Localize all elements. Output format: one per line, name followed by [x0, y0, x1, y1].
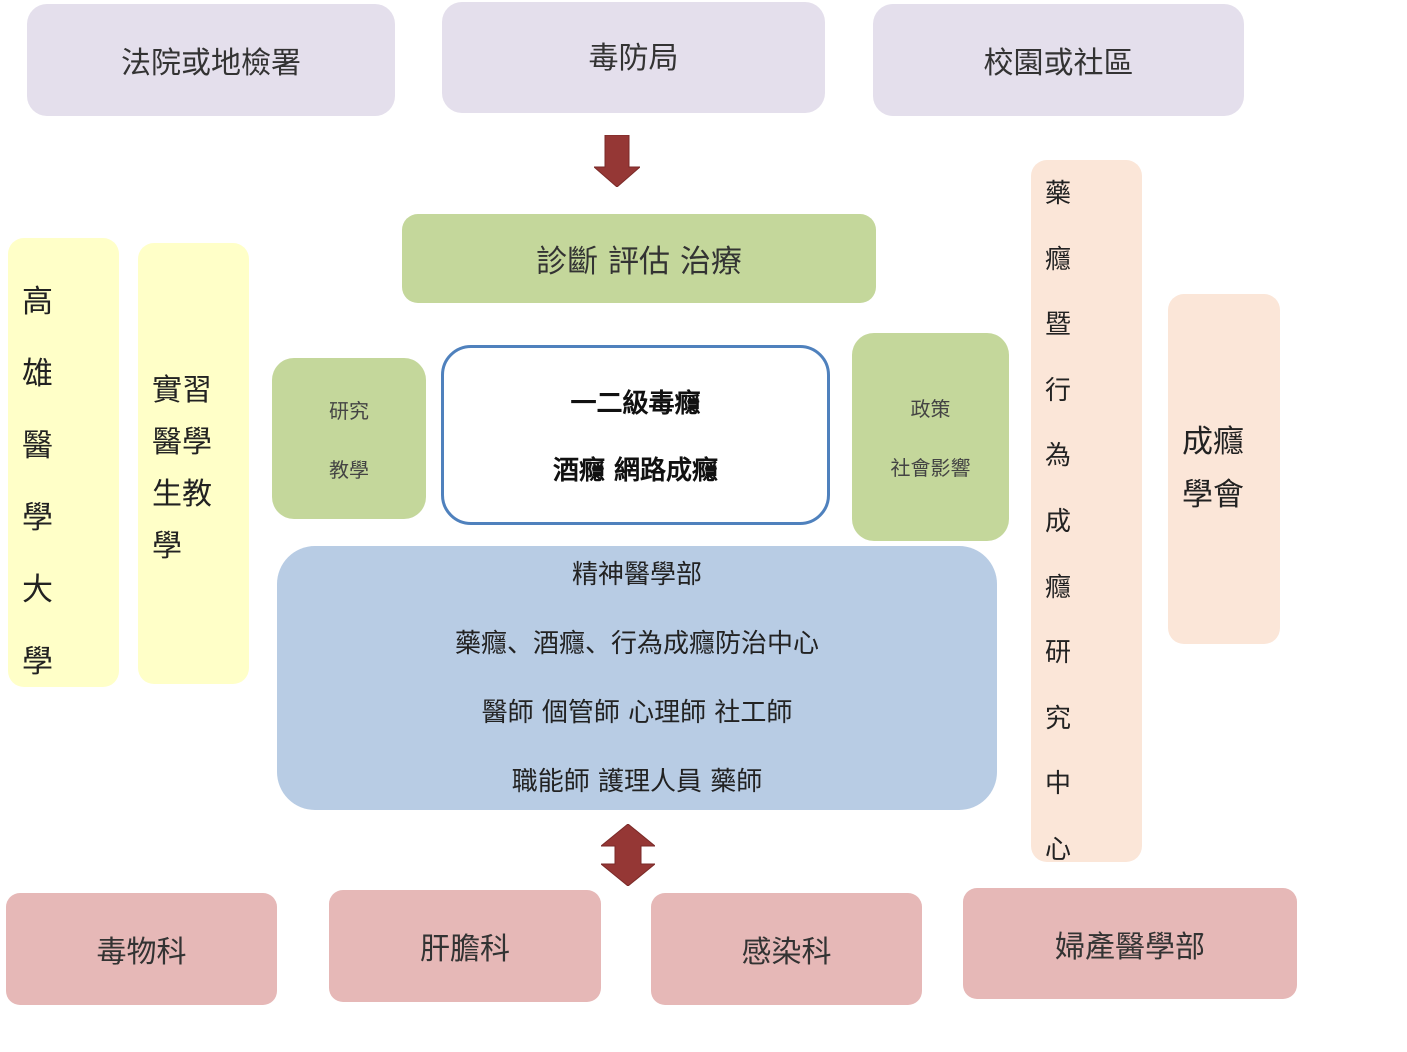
- toxicology-label: 毒物科: [96, 935, 187, 970]
- diagnosis-box: 診斷 評估 治療: [402, 214, 876, 303]
- hepatology-box: 肝膽科: [329, 890, 601, 1002]
- addiction-society-label: 成癮 學會: [1182, 424, 1244, 513]
- kmu-box: 高 雄 醫 學 大 學: [8, 238, 119, 687]
- intern-teaching-box: 實習 醫學 生教 學: [138, 243, 249, 684]
- drug-bureau-label: 毒防局: [588, 40, 679, 76]
- infection-label: 感染科: [741, 935, 832, 970]
- research-label: 研究: [329, 398, 369, 423]
- addiction-society-box: 成癮 學會: [1168, 294, 1280, 644]
- diagnosis-label: 診斷 評估 治療: [536, 244, 742, 280]
- psychiatry-line2: 藥癮、酒癮、行為成癮防治中心: [454, 629, 819, 659]
- social-influence-label: 社會影響: [890, 456, 971, 480]
- obgyn-box: 婦產醫學部: [963, 888, 1297, 999]
- hepatology-label: 肝膽科: [420, 932, 510, 967]
- teaching-label: 教學: [329, 457, 369, 482]
- policy-label: 政策: [910, 397, 951, 421]
- addiction-line2: 酒癮 網路成癮: [552, 456, 719, 486]
- court-box: 法院或地檢署: [27, 4, 395, 116]
- drug-bureau-box: 毒防局: [442, 2, 825, 113]
- intern-teaching-label: 實習 醫學 生教 學: [152, 373, 212, 564]
- psychiatry-line3: 醫師 個管師 心理師 社工師: [481, 698, 793, 728]
- research-center-label: 藥 癮 暨 行 為 成 癮 研 究 中 心: [1045, 179, 1072, 865]
- campus-box: 校園或社區: [873, 4, 1244, 116]
- campus-label: 校園或社區: [983, 46, 1134, 81]
- policy-box: 政策 社會影響: [852, 333, 1009, 541]
- psychiatry-line1: 精神醫學部: [571, 560, 702, 590]
- research-box: 研究 教學: [272, 358, 426, 519]
- court-label: 法院或地檢署: [121, 46, 301, 81]
- psychiatry-department-box: 精神醫學部 藥癮、酒癮、行為成癮防治中心 醫師 個管師 心理師 社工師 職能師 …: [277, 546, 997, 810]
- psychiatry-line4: 職能師 護理人員 藥師: [511, 767, 763, 797]
- addiction-line1: 一二級毒癮: [570, 389, 701, 419]
- obgyn-label: 婦產醫學部: [1055, 929, 1205, 965]
- research-center-box: 藥 癮 暨 行 為 成 癮 研 究 中 心: [1031, 160, 1142, 865]
- addiction-types-box: 一二級毒癮 酒癮 網路成癮: [441, 345, 830, 525]
- toxicology-box: 毒物科: [6, 893, 277, 1005]
- double-arrow-icon: [601, 824, 655, 886]
- down-arrow-icon: [594, 135, 640, 187]
- kmu-label: 高 雄 醫 學 大 學: [22, 284, 53, 680]
- infection-box: 感染科: [651, 893, 922, 1005]
